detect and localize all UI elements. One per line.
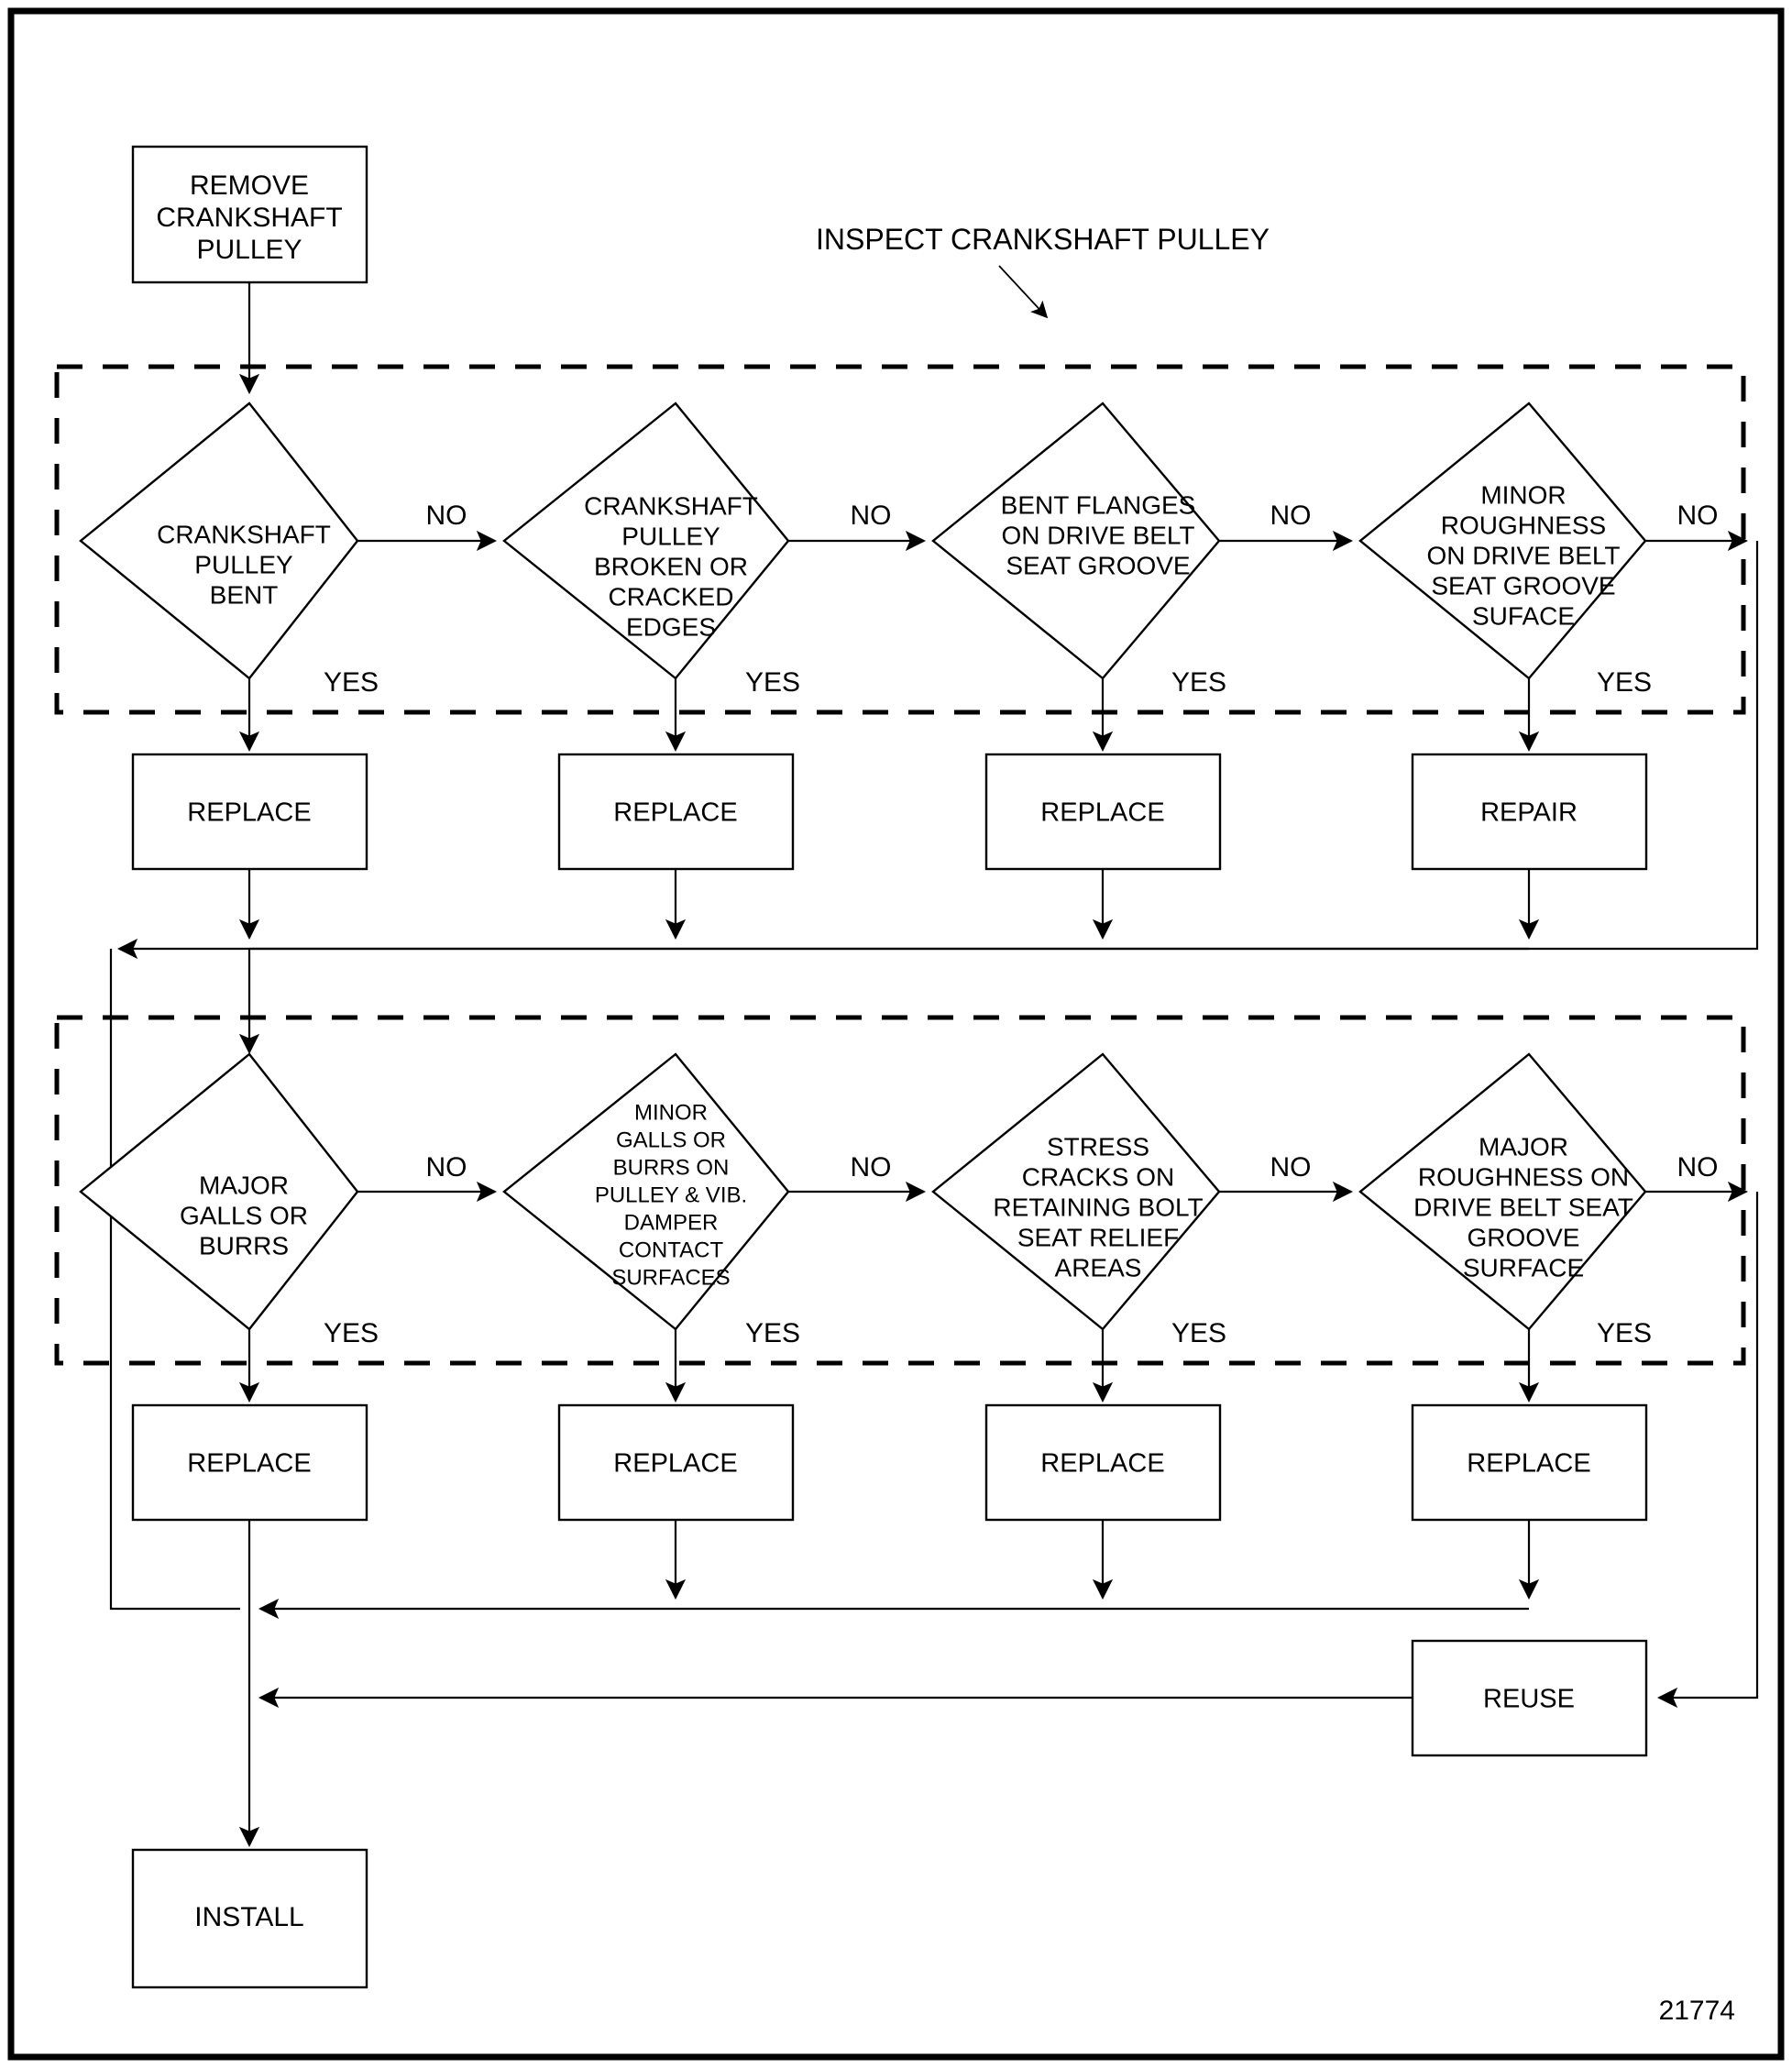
decision-label-line: BENT FLANGES bbox=[1001, 490, 1196, 519]
decision-label-line: DRIVE BELT SEAT bbox=[1413, 1193, 1633, 1221]
decision-label-line: GROOVE bbox=[1468, 1223, 1580, 1251]
decision-label-line: ON DRIVE BELT bbox=[1426, 541, 1620, 569]
decision-crankshaft-pulley-bent: CRANKSHAFT PULLEY BENT bbox=[79, 402, 359, 680]
action-label: REPLACE bbox=[1040, 798, 1164, 828]
action-box-replace-1: REPLACE bbox=[131, 753, 368, 871]
decision-label-line: CRACKS ON bbox=[1022, 1162, 1174, 1191]
decision-label-line: SEAT GROOVE bbox=[1431, 571, 1615, 600]
decision-bent-flanges-drive-belt-seat-groove: BENT FLANGES ON DRIVE BELT SEAT GROOVE bbox=[931, 402, 1221, 680]
decision-label-line: MAJOR bbox=[1479, 1132, 1568, 1160]
edge-label-yes: YES bbox=[1597, 667, 1652, 698]
action-box-replace-5: REPLACE bbox=[131, 1403, 368, 1522]
action-label: REPLACE bbox=[613, 1449, 737, 1479]
decision-label-line: ROUGHNESS ON bbox=[1418, 1162, 1629, 1191]
node-label: INSTALL bbox=[194, 1902, 304, 1932]
action-box-replace-3: REPLACE bbox=[984, 753, 1222, 871]
decision-label-line: SUFACE bbox=[1472, 601, 1575, 630]
decision-label-line: PULLEY bbox=[621, 522, 720, 550]
action-label: REPLACE bbox=[613, 798, 737, 828]
decision-label-line: BROKEN OR bbox=[594, 552, 748, 580]
decision-label-line: ROUGHNESS bbox=[1441, 511, 1606, 539]
decision-minor-galls-burrs-contact-surfaces: MINOR GALLS OR BURRS ON PULLEY & VIB. DA… bbox=[502, 1052, 790, 1331]
decision-label-line: EDGES bbox=[626, 612, 716, 641]
decision-label-line: AREAS bbox=[1055, 1253, 1142, 1282]
decision-major-roughness-drive-belt-seat-groove: MAJOR ROUGHNESS ON DRIVE BELT SEAT GROOV… bbox=[1358, 1052, 1647, 1331]
edge-label-yes: YES bbox=[1171, 1318, 1226, 1348]
node-install: INSTALL bbox=[131, 1848, 368, 1989]
action-label: REPAIR bbox=[1480, 798, 1578, 828]
decision-label-line: BENT bbox=[210, 580, 279, 609]
edge-label-no: NO bbox=[1677, 1152, 1719, 1182]
caption-leader-arrow bbox=[998, 265, 1049, 319]
edge-d8-no-route-to-reuse bbox=[1656, 1192, 1759, 1709]
inspection-group-2-dashed-box bbox=[54, 1015, 1746, 1366]
edge-label-yes: YES bbox=[1171, 667, 1226, 698]
decision-label-line: MINOR bbox=[1480, 480, 1566, 509]
decision-label-line: BURRS bbox=[199, 1231, 289, 1260]
decision-label-line: SEAT RELIEF bbox=[1017, 1223, 1179, 1251]
edge-label-no: NO bbox=[851, 1152, 892, 1182]
edge-label-yes: YES bbox=[1597, 1318, 1652, 1348]
decision-pulley-broken-cracked-edges: CRANKSHAFT PULLEY BROKEN OR CRACKED EDGE… bbox=[502, 402, 790, 680]
decision-label-line: SURFACE bbox=[1463, 1253, 1584, 1282]
action-label: REPLACE bbox=[1467, 1449, 1590, 1479]
outer-border bbox=[7, 7, 1785, 2061]
action-box-repair-1: REPAIR bbox=[1411, 753, 1648, 871]
decision-minor-roughness-drive-belt-seat-groove: MINOR ROUGHNESS ON DRIVE BELT SEAT GROOV… bbox=[1358, 402, 1647, 680]
decision-label-line: CRANKSHAFT bbox=[157, 520, 331, 548]
inspection-group-1-dashed-box bbox=[54, 364, 1746, 715]
decision-label-line: GALLS OR bbox=[180, 1201, 308, 1229]
edge-label-yes: YES bbox=[324, 667, 379, 698]
decision-label-line: MAJOR bbox=[199, 1171, 289, 1199]
action-box-reuse: REUSE bbox=[1411, 1639, 1648, 1757]
edge-label-no: NO bbox=[426, 500, 467, 531]
figure-number: 21774 bbox=[1659, 1996, 1735, 2026]
decision-label-line: SEAT GROOVE bbox=[1006, 551, 1190, 579]
decision-label-line: ON DRIVE BELT bbox=[1001, 521, 1194, 549]
decision-stress-cracks-retaining-bolt-seat: STRESS CRACKS ON RETAINING BOLT SEAT REL… bbox=[931, 1052, 1221, 1331]
node-remove-crankshaft-pulley: REMOVE CRANKSHAFT PULLEY bbox=[131, 145, 368, 284]
figure-caption: INSPECT CRANKSHAFT PULLEY bbox=[816, 223, 1270, 256]
edge-label-yes: YES bbox=[324, 1318, 379, 1348]
decision-label-line: GALLS OR bbox=[616, 1128, 726, 1152]
edge-label-yes: YES bbox=[745, 667, 800, 698]
decision-label-line: CRANKSHAFT bbox=[584, 491, 758, 520]
node-label-line: REMOVE bbox=[190, 170, 309, 201]
action-box-replace-2: REPLACE bbox=[557, 753, 795, 871]
action-label: REUSE bbox=[1483, 1685, 1575, 1714]
node-label-line: PULLEY bbox=[196, 235, 302, 265]
edge-label-no: NO bbox=[426, 1152, 467, 1182]
action-box-replace-7: REPLACE bbox=[984, 1403, 1222, 1522]
action-label: REPLACE bbox=[1040, 1449, 1164, 1479]
decision-label-line: DAMPER bbox=[624, 1210, 719, 1235]
edge-label-no: NO bbox=[1270, 500, 1312, 531]
node-label-line: CRANKSHAFT bbox=[156, 203, 342, 233]
decision-major-galls-or-burrs: MAJOR GALLS OR BURRS bbox=[79, 1052, 359, 1331]
decision-label-line: CONTACT bbox=[619, 1238, 724, 1262]
decision-label-line: STRESS bbox=[1047, 1132, 1149, 1160]
edge-label-no: NO bbox=[1677, 500, 1719, 531]
edge-label-no: NO bbox=[1270, 1152, 1312, 1182]
action-label: REPLACE bbox=[187, 798, 311, 828]
decision-label-line: PULLEY & VIB. bbox=[595, 1182, 747, 1207]
edge-label-no: NO bbox=[851, 500, 892, 531]
decision-label-line: PULLEY bbox=[194, 550, 293, 578]
action-box-replace-6: REPLACE bbox=[557, 1403, 795, 1522]
decision-label-line: SURFACES bbox=[611, 1265, 730, 1290]
decision-label-line: BURRS ON bbox=[613, 1155, 730, 1180]
edge-label-yes: YES bbox=[745, 1318, 800, 1348]
decision-label-line: CRACKED bbox=[609, 582, 734, 610]
action-box-replace-8: REPLACE bbox=[1411, 1403, 1648, 1522]
decision-label-line: MINOR bbox=[634, 1100, 708, 1125]
decision-label-line: RETAINING BOLT bbox=[993, 1193, 1203, 1221]
action-label: REPLACE bbox=[187, 1449, 311, 1479]
